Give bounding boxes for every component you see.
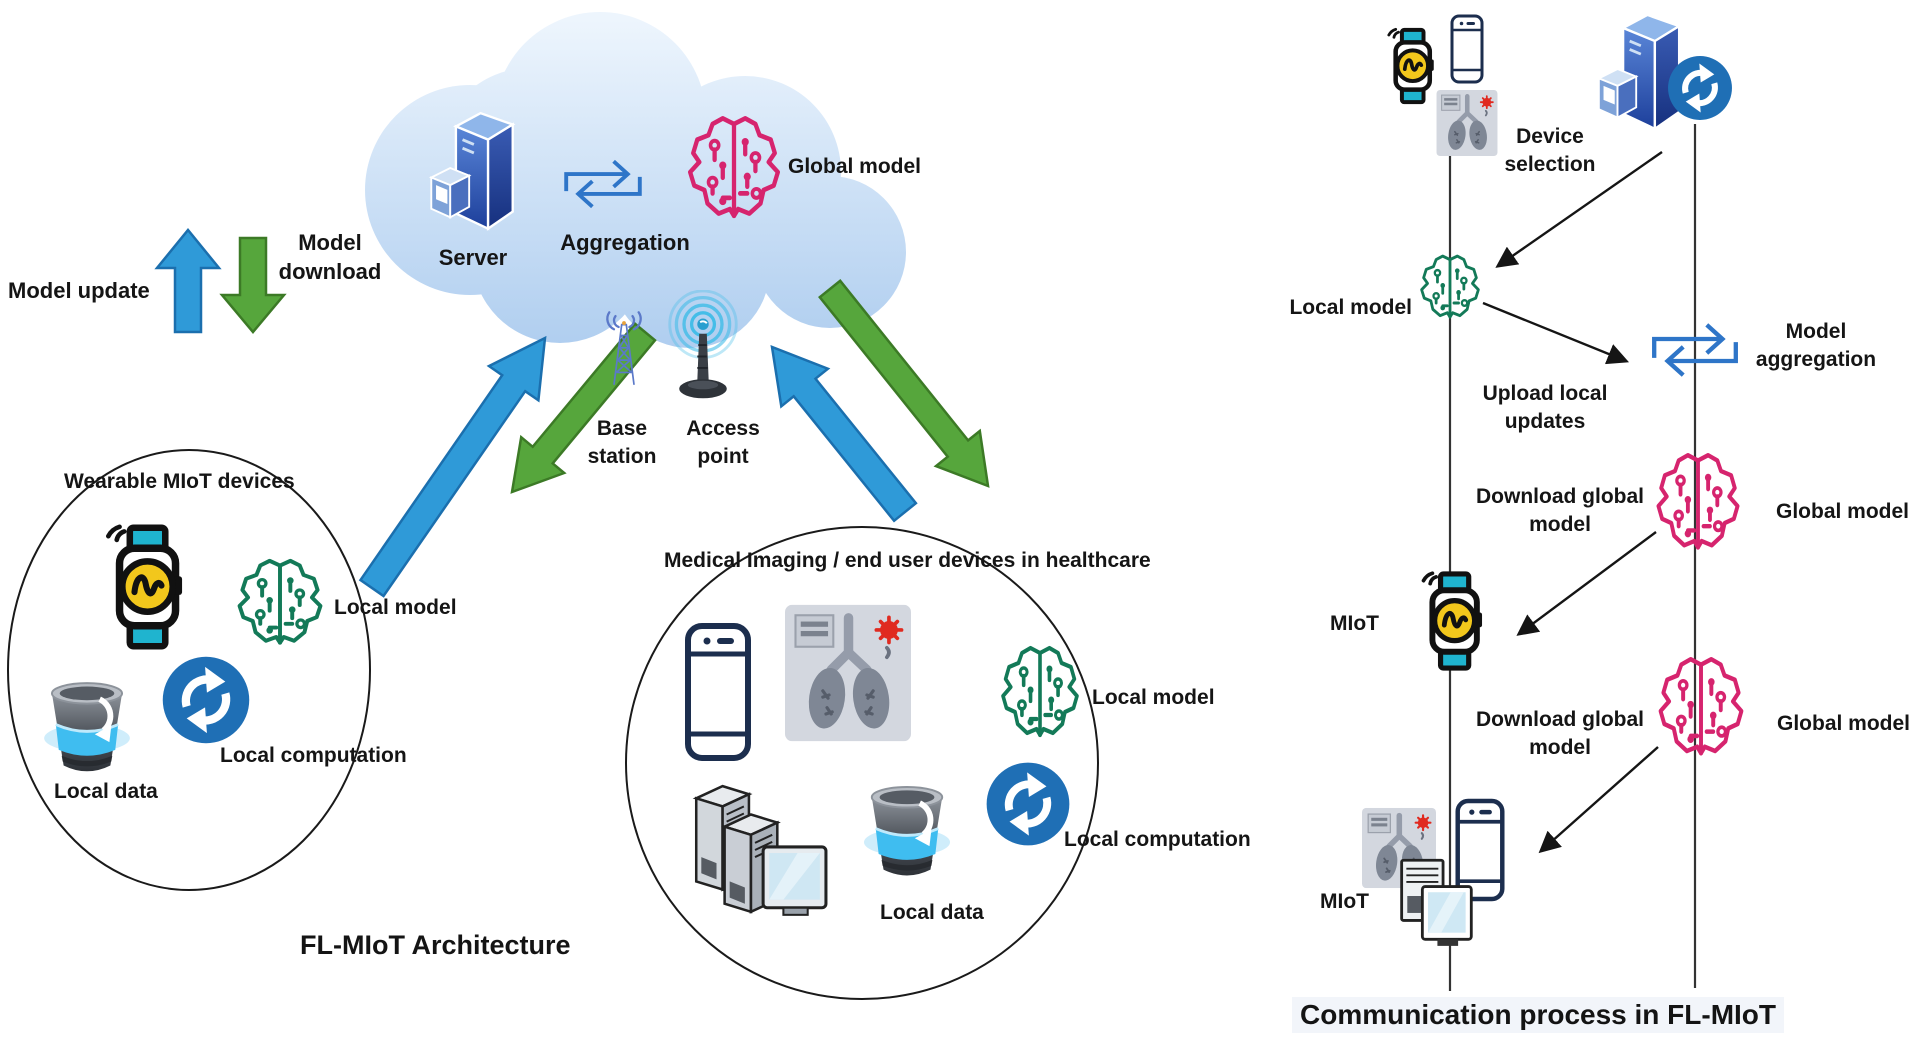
- medical-local-model-label: Local model: [1092, 686, 1215, 709]
- local-model-brain-icon: [233, 558, 327, 652]
- lung-xray-icon: [785, 603, 911, 743]
- wearable-circle-title: Wearable MIoT devices: [64, 470, 295, 493]
- architecture-title: FL-MIoT Architecture: [300, 930, 571, 960]
- wearable-local-data-label: Local data: [54, 780, 158, 803]
- global-model-label-2: Global model: [1777, 712, 1911, 735]
- medical-circle-title: Medical Imaging / end user devices in he…: [664, 549, 1151, 572]
- model-download-label: Model download: [278, 230, 382, 285]
- arrow-download-global-2: [1538, 746, 1659, 854]
- upload-local-updates-label: Upload local updates: [1482, 382, 1608, 433]
- miot-label-1: MIoT: [1330, 612, 1379, 635]
- medical-local-data-label: Local data: [880, 901, 984, 924]
- global-model-label: Global model: [788, 155, 922, 178]
- smartwatch-icon: [100, 524, 196, 650]
- end-user-computers-icon: [678, 780, 830, 922]
- phone-icon: [683, 621, 753, 763]
- miot-watch-icon-mid: [1418, 571, 1492, 671]
- server-icon: [418, 98, 526, 240]
- miot-desktop-icon: [1396, 854, 1476, 954]
- model-update-label: Model update: [8, 278, 150, 303]
- global-model-brain-icon: [683, 115, 785, 227]
- miot-label-2: MIoT: [1320, 890, 1369, 913]
- access-point-label: Access point: [686, 417, 760, 468]
- local-computation-sync-icon: [160, 654, 252, 746]
- medical-local-computation-label: Local computation: [1064, 828, 1251, 851]
- upload-arrow-left: [358, 335, 547, 598]
- aggregation-icon: [557, 145, 649, 223]
- local-model-brain-icon-2: [997, 645, 1083, 745]
- medical-circle: [625, 526, 1099, 1000]
- server-label: Server: [438, 245, 508, 270]
- download-global-model-label-2: Download global model: [1476, 708, 1644, 759]
- access-point-icon: [664, 290, 742, 404]
- upload-arrow-right: [770, 345, 918, 523]
- device-selection-label: Device selection: [1504, 125, 1596, 176]
- download-arrow-right: [818, 279, 990, 488]
- global-model-label-1: Global model: [1776, 500, 1910, 523]
- download-arrow-left: [510, 321, 657, 494]
- communication-title: Communication process in FL-MIoT: [1292, 997, 1785, 1033]
- local-computation-sync-icon-2: [984, 760, 1072, 848]
- wearable-local-computation-label: Local computation: [220, 744, 407, 767]
- local-data-bucket-icon: [42, 670, 132, 782]
- model-aggregation-icon: [1644, 308, 1746, 392]
- aggregation-label: Aggregation: [560, 230, 690, 255]
- miot-watch-icon-top: [1386, 26, 1440, 106]
- model-update-arrow: [154, 228, 222, 334]
- server-sync-badge-icon: [1666, 54, 1734, 122]
- local-data-bucket-icon-2: [863, 770, 951, 890]
- base-station-icon: [597, 300, 651, 394]
- model-aggregation-label: Model aggregation: [1755, 320, 1877, 371]
- download-global-model-label-1: Download global model: [1476, 485, 1644, 536]
- wearable-circle: [7, 449, 371, 891]
- arrow-upload-updates: [1482, 301, 1630, 365]
- model-download-arrow: [219, 236, 287, 334]
- arrow-download-global-1: [1516, 531, 1657, 636]
- global-model-brain-icon-2: [1654, 656, 1748, 764]
- base-station-label: Base station: [587, 417, 657, 468]
- miot-phone-icon-top: [1448, 14, 1486, 84]
- seq-local-model-label: Local model: [1289, 296, 1412, 319]
- seq-local-model-brain-icon: [1417, 254, 1483, 324]
- arrow-device-selection: [1495, 151, 1663, 268]
- wearable-local-model-label: Local model: [334, 596, 457, 619]
